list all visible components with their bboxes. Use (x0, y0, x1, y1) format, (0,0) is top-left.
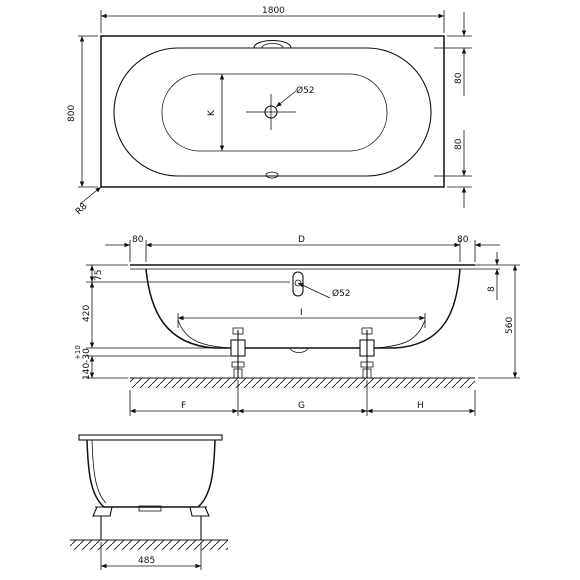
end-rim (78, 434, 223, 441)
segment-g-label: G (298, 401, 305, 411)
side-drain-bump (289, 347, 309, 353)
right-foot (359, 327, 375, 379)
rim-8-label: 8 (487, 286, 497, 292)
floor-hatch (130, 378, 475, 388)
end-right-foot (189, 506, 210, 517)
overflow-outline (253, 39, 292, 49)
right-upper-80-label: 80 (454, 72, 464, 84)
height-560-label: 560 (505, 317, 515, 334)
overflow-pipe (292, 271, 304, 297)
segment-h-label: H (417, 401, 424, 411)
tub-outer-rim (100, 35, 445, 188)
height-adjust-label: +10 (74, 345, 82, 360)
end-basin-profile (86, 439, 216, 508)
height-420-label: 420 (82, 305, 92, 322)
side-view: Ø52 80 D 80 I (74, 235, 520, 416)
end-left-foot (92, 506, 113, 517)
radius-r8-label: R8 (74, 201, 90, 217)
side-basin-profile (145, 268, 461, 349)
right-lower-80-label: 80 (454, 138, 464, 150)
rim-drain-mark (265, 171, 279, 179)
top-view: Ø52 K 1800 800 80 80 R8 (67, 6, 472, 217)
height-75-label: 75 (94, 270, 104, 281)
width-800-label: 800 (67, 105, 77, 122)
height-adjust-range-label: 140-30 (82, 348, 92, 380)
inner-d-label: D (298, 235, 305, 245)
side-right-80-label: 80 (457, 235, 469, 245)
length-1800-label: 1800 (262, 6, 285, 16)
left-foot (230, 327, 246, 379)
end-view: 485 (70, 434, 228, 570)
side-drain-diameter-label: Ø52 (332, 288, 351, 299)
segment-f-label: F (181, 401, 186, 411)
end-width-485-label: 485 (138, 556, 155, 566)
depth-k-label: K (207, 109, 217, 116)
tub-basin-outline (113, 47, 432, 177)
drain-diameter-label: Ø52 (296, 85, 315, 96)
tub-bottom-outline (161, 73, 388, 152)
end-floor-hatch (70, 540, 228, 550)
inner-l-label: I (300, 308, 303, 318)
side-left-80-label: 80 (132, 235, 144, 245)
